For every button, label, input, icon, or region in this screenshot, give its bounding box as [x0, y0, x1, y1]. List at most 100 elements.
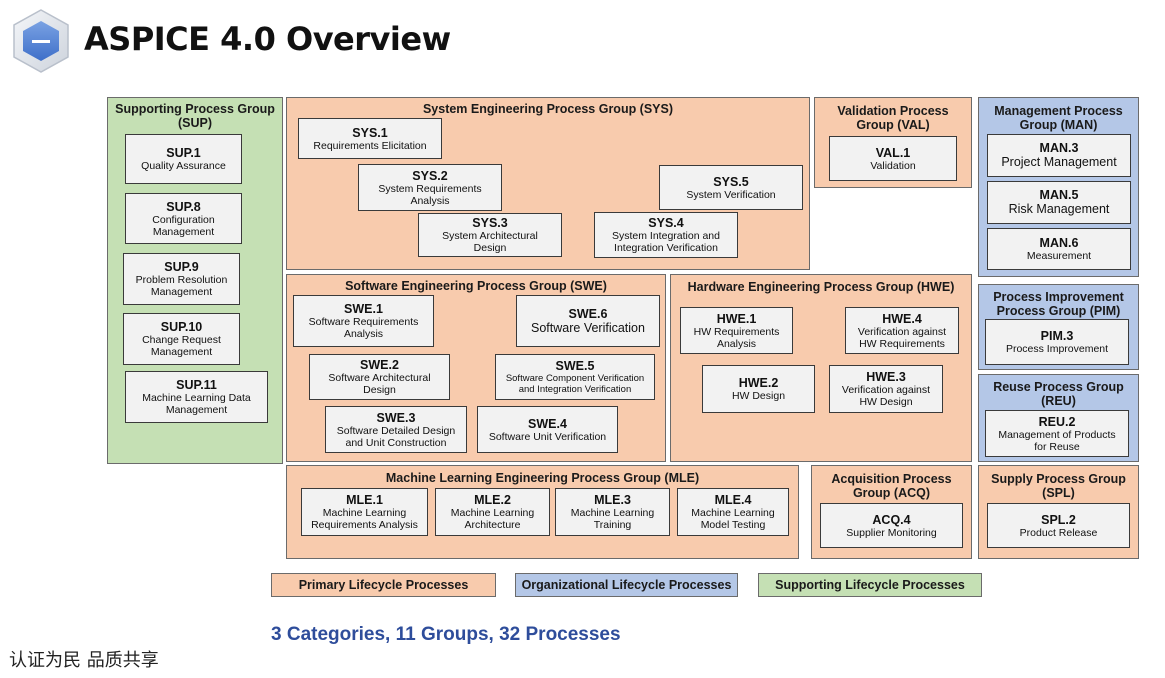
- process-swe-2[interactable]: SWE.2 Software Architectural Design: [309, 354, 450, 400]
- process-sys-1[interactable]: SYS.1 Requirements Elicitation: [298, 118, 442, 159]
- page-title: ASPICE 4.0 Overview: [84, 20, 451, 58]
- process-swe-4[interactable]: SWE.4 Software Unit Verification: [477, 406, 618, 453]
- process-sup-10[interactable]: SUP.10 Change Request Management: [123, 313, 240, 365]
- process-name: Machine Learning Training: [570, 507, 655, 531]
- group-hwe-title: Hardware Engineering Process Group (HWE): [687, 280, 955, 294]
- process-sys-4[interactable]: SYS.4 System Integration and Integration…: [594, 212, 738, 258]
- process-man-6[interactable]: MAN.6 Measurement: [987, 228, 1131, 270]
- process-id: SWE.3: [376, 410, 416, 425]
- process-swe-1[interactable]: SWE.1 Software Requirements Analysis: [293, 295, 434, 347]
- process-name: Machine Learning Architecture: [450, 507, 535, 531]
- group-swe-title: Software Engineering Process Group (SWE): [345, 279, 607, 293]
- process-swe-3[interactable]: SWE.3 Software Detailed Design and Unit …: [325, 406, 467, 453]
- footer-slogan: 认证为民 品质共享: [9, 650, 159, 671]
- process-id: MAN.6: [1039, 236, 1079, 250]
- process-id: PIM.3: [1040, 329, 1074, 343]
- process-name: Problem Resolution Management: [135, 274, 228, 298]
- process-name: Validation: [870, 159, 916, 172]
- process-name: Measurement: [1026, 250, 1092, 262]
- process-id: SYS.3: [472, 216, 508, 230]
- process-swe-6[interactable]: SWE.6 Software Verification: [516, 295, 660, 347]
- process-hwe-2[interactable]: HWE.2 HW Design: [702, 365, 815, 413]
- process-mle-4[interactable]: MLE.4 Machine Learning Model Testing: [677, 488, 789, 536]
- process-name: Software Detailed Design and Unit Constr…: [336, 424, 456, 449]
- process-name: Configuration Management: [152, 213, 215, 238]
- process-acq-4[interactable]: ACQ.4 Supplier Monitoring: [820, 503, 963, 548]
- group-mle-title: Machine Learning Engineering Process Gro…: [385, 471, 700, 485]
- group-sys-title: System Engineering Process Group (SYS): [422, 102, 674, 116]
- process-name: Process Improvement: [1005, 343, 1109, 355]
- process-name: Software Unit Verification: [488, 430, 607, 443]
- process-spl-2[interactable]: SPL.2 Product Release: [987, 503, 1130, 548]
- process-name: System Architectural Design: [442, 230, 538, 254]
- process-sup-9[interactable]: SUP.9 Problem Resolution Management: [123, 253, 240, 305]
- process-id: MLE.1: [346, 493, 383, 507]
- process-name: HW Design: [731, 390, 786, 402]
- process-id: HWE.1: [716, 311, 757, 326]
- process-id: MLE.2: [474, 493, 511, 507]
- process-name: System Integration and Integration Verif…: [612, 230, 720, 254]
- process-mle-3[interactable]: MLE.3 Machine Learning Training: [555, 488, 670, 536]
- process-id: SUP.8: [166, 199, 201, 214]
- process-name: Management of Products for Reuse: [998, 428, 1116, 453]
- process-id: SWE.1: [344, 302, 383, 316]
- group-man-title: Management Process Group (MAN): [994, 104, 1123, 132]
- process-id: SWE.6: [568, 306, 608, 321]
- legend-organizational: Organizational Lifecycle Processes: [515, 573, 738, 597]
- process-id: MLE.3: [594, 493, 631, 507]
- process-name: Requirements Elicitation: [313, 139, 427, 152]
- legend-primary: Primary Lifecycle Processes: [271, 573, 496, 597]
- process-name: Verification against HW Requirements: [857, 325, 947, 350]
- process-name: Software Requirements Analysis: [308, 316, 419, 340]
- process-hwe-3[interactable]: HWE.3 Verification against HW Design: [829, 365, 943, 413]
- process-sys-2[interactable]: SYS.2 System Requirements Analysis: [358, 164, 502, 211]
- process-id: REU.2: [1038, 414, 1076, 429]
- legend-supporting: Supporting Lifecycle Processes: [758, 573, 982, 597]
- process-id: HWE.2: [738, 376, 779, 390]
- process-id: SUP.11: [176, 378, 217, 392]
- process-sys-5[interactable]: SYS.5 System Verification: [659, 165, 803, 210]
- process-man-5[interactable]: MAN.5 Risk Management: [987, 181, 1131, 224]
- process-name: Project Management: [1001, 155, 1117, 169]
- process-name: Risk Management: [1008, 202, 1110, 216]
- process-name: Software Component Verification and Inte…: [505, 373, 645, 395]
- process-id: SUP.9: [164, 260, 199, 274]
- process-swe-5[interactable]: SWE.5 Software Component Verification an…: [495, 354, 655, 400]
- process-id: SPL.2: [1041, 512, 1076, 527]
- process-name: Verification against HW Design: [841, 384, 931, 408]
- process-id: SYS.1: [352, 125, 388, 140]
- process-name: Software Architectural Design: [328, 372, 431, 396]
- hexagon-logo-icon: [13, 9, 69, 73]
- process-id: SYS.5: [713, 174, 749, 189]
- process-name: System Verification: [686, 188, 776, 201]
- process-name: Quality Assurance: [141, 160, 226, 172]
- process-hwe-4[interactable]: HWE.4 Verification against HW Requiremen…: [845, 307, 959, 354]
- process-name: Machine Learning Requirements Analysis: [311, 507, 418, 531]
- process-reu-2[interactable]: REU.2 Management of Products for Reuse: [985, 410, 1129, 457]
- process-man-3[interactable]: MAN.3 Project Management: [987, 134, 1131, 177]
- process-sup-8[interactable]: SUP.8 Configuration Management: [125, 193, 242, 244]
- process-val-1[interactable]: VAL.1 Validation: [829, 136, 957, 181]
- process-id: MAN.3: [1039, 141, 1079, 155]
- process-name: HW Requirements Analysis: [693, 325, 780, 350]
- process-mle-2[interactable]: MLE.2 Machine Learning Architecture: [435, 488, 550, 536]
- summary-text: 3 Categories, 11 Groups, 32 Processes: [271, 624, 621, 645]
- process-sup-1[interactable]: SUP.1 Quality Assurance: [125, 134, 242, 184]
- group-spl-title: Supply Process Group (SPL): [991, 472, 1126, 500]
- group-acq-title: Acquisition Process Group (ACQ): [831, 472, 952, 500]
- group-reu-title: Reuse Process Group (REU): [993, 380, 1124, 408]
- process-mle-1[interactable]: MLE.1 Machine Learning Requirements Anal…: [301, 488, 428, 536]
- process-name: Change Request Management: [142, 334, 221, 358]
- process-name: Machine Learning Data Management: [142, 392, 251, 416]
- process-sys-3[interactable]: SYS.3 System Architectural Design: [418, 213, 562, 257]
- process-sup-11[interactable]: SUP.11 Machine Learning Data Management: [125, 371, 268, 423]
- process-id: ACQ.4: [872, 512, 911, 527]
- process-name: System Requirements Analysis: [378, 182, 482, 207]
- process-hwe-1[interactable]: HWE.1 HW Requirements Analysis: [680, 307, 793, 354]
- process-name: Software Verification: [531, 320, 645, 335]
- process-id: MAN.5: [1039, 188, 1079, 202]
- process-id: HWE.3: [866, 370, 906, 384]
- process-id: SUP.10: [160, 320, 203, 334]
- process-pim-3[interactable]: PIM.3 Process Improvement: [985, 319, 1129, 365]
- process-id: SWE.4: [528, 416, 567, 431]
